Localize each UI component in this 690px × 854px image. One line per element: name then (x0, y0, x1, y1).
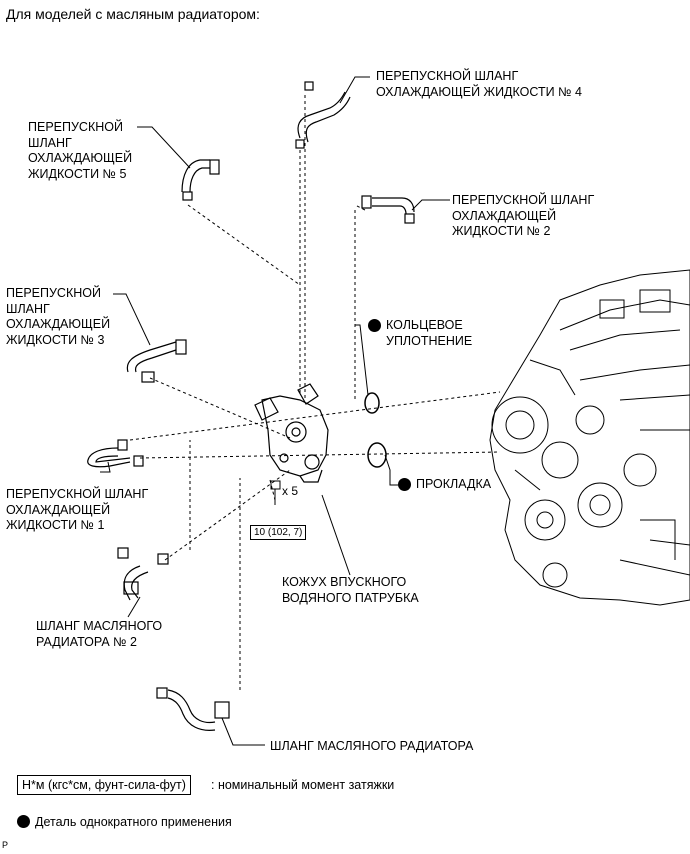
bypass-hose-4 (295, 81, 351, 149)
legend-non-reusable: Деталь однократного применения (35, 815, 232, 829)
non-reusable-mark-icon (368, 319, 381, 332)
engine-block (489, 269, 690, 606)
label-o-ring: КОЛЬЦЕВОЕ УПЛОТНЕНИЕ (386, 318, 473, 348)
non-reusable-mark-icon (398, 478, 411, 491)
label-gasket: ПРОКЛАДКА (416, 477, 492, 491)
label-bypass-hose-1: ПЕРЕПУСКНОЙ ШЛАНГ ОХЛАЖДАЮЩЕЙ ЖИДКОСТИ №… (6, 487, 149, 532)
bolt-count: x 5 (282, 484, 299, 498)
o-ring (364, 392, 380, 414)
gasket (367, 442, 387, 468)
label-oil-cooler-hose-2: ШЛАНГ МАСЛЯНОГО РАДИАТОРА № 2 (36, 619, 163, 649)
label-bypass-hose-5: ПЕРЕПУСКНОЙ ШЛАНГ ОХЛАЖДАЮЩЕЙ ЖИДКОСТИ №… (28, 120, 133, 181)
page-title: Для моделей с масляным радиатором: (6, 6, 260, 22)
water-inlet-housing (254, 383, 329, 483)
bypass-hose-3 (126, 339, 187, 383)
label-leaders (100, 76, 450, 746)
non-reusable-legend-icon (17, 815, 30, 828)
footer-code: P (2, 840, 9, 850)
bypass-hose-5 (181, 159, 220, 201)
torque-value-box: 10 (102, 7) (250, 525, 307, 540)
bypass-hose-1 (87, 439, 144, 468)
legend-torque-desc: : номинальный момент затяжки (211, 778, 395, 792)
bypass-hose-2 (361, 195, 415, 224)
legend-torque-unit: Н*м (кгс*см, фунт-сила-фут) (17, 775, 191, 795)
label-bypass-hose-3: ПЕРЕПУСКНОЙ ШЛАНГ ОХЛАЖДАЮЩЕЙ ЖИДКОСТИ №… (6, 286, 111, 347)
label-oil-cooler-hose: ШЛАНГ МАСЛЯНОГО РАДИАТОРА (270, 739, 474, 753)
label-water-inlet-housing: КОЖУХ ВПУСКНОГО ВОДЯНОГО ПАТРУБКА (282, 575, 419, 605)
oil-cooler-hose (156, 687, 230, 731)
label-bypass-hose-4: ПЕРЕПУСКНОЙ ШЛАНГ ОХЛАЖДАЮЩЕЙ ЖИДКОСТИ №… (376, 69, 582, 99)
oil-cooler-hose-2 (117, 547, 169, 601)
bolt (270, 480, 281, 505)
label-bypass-hose-2: ПЕРЕПУСКНОЙ ШЛАНГ ОХЛАЖДАЮЩЕЙ ЖИДКОСТИ №… (452, 193, 595, 238)
assembly-lines (129, 95, 501, 690)
